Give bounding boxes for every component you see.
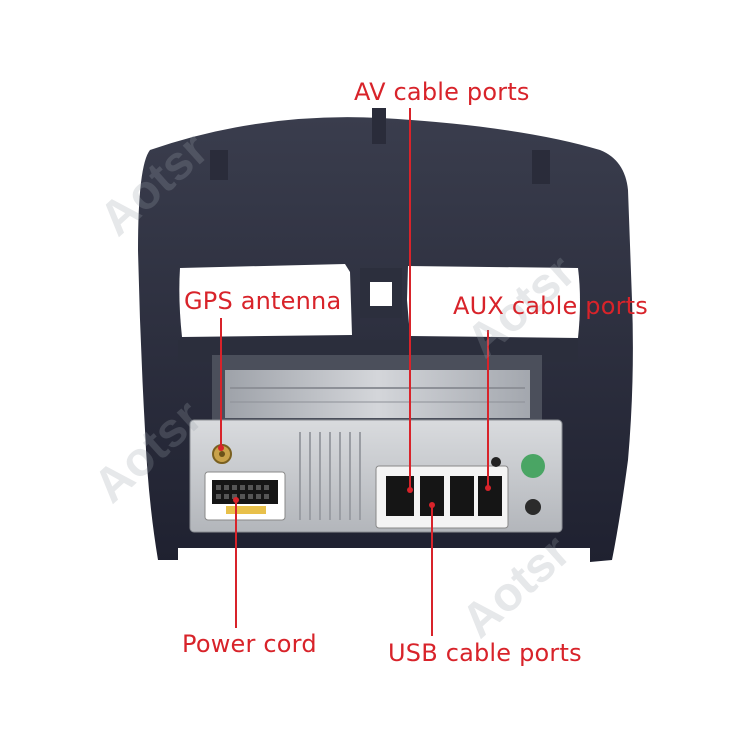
chassis-top-plate [225,370,530,418]
usb-jack [525,499,541,515]
top-tab [210,150,228,180]
label-power-cord: Power cord [182,630,317,658]
label-gps-antenna: GPS antenna [184,287,342,315]
bezel-right-window [407,266,580,338]
label-usb-cable-ports: USB cable ports [388,639,582,667]
vent-slots [299,432,361,520]
callout-lines [220,108,489,636]
green-ground-sticker [521,454,545,478]
bezel-left-window [179,264,352,337]
fuse [226,506,266,514]
top-tab [532,150,550,184]
center-clip-window [370,282,392,306]
aux-jack [491,457,501,467]
multi-connectors [386,476,502,516]
top-tab [372,108,386,144]
label-av-cable-ports: AV cable ports [354,78,530,106]
power-connector [212,480,278,504]
label-aux-cable-ports: AUX cable ports [453,292,648,320]
